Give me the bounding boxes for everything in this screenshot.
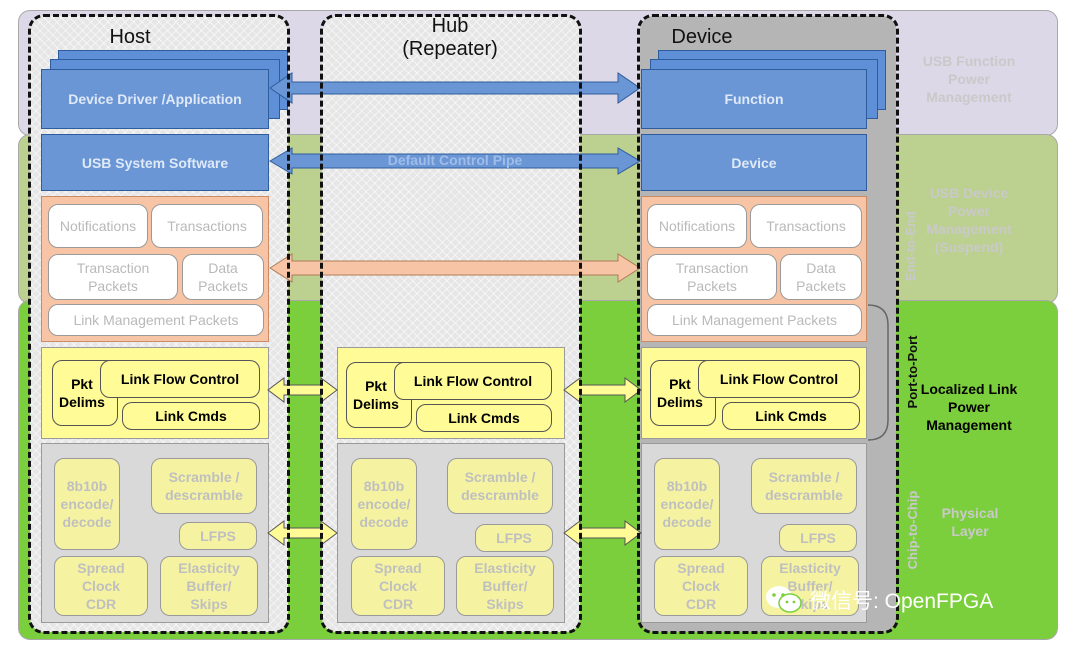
watermark-text: 微信号: OpenFPGA — [810, 590, 994, 613]
hub-lfps: LFPS — [475, 524, 553, 552]
host-data-packets: Data Packets — [182, 254, 264, 300]
host-dashed-outline — [28, 14, 290, 634]
device-link-management-packets: Link Management Packets — [647, 304, 862, 336]
host-spread-clock: Spread Clock CDR — [54, 556, 148, 616]
host-transaction-packets: Transaction Packets — [48, 254, 178, 300]
hub-link-cmds: Link Cmds — [416, 404, 552, 432]
host-link-flow-control: Link Flow Control — [100, 360, 260, 398]
host-hub-physical-arrow — [267, 520, 338, 546]
device-8b10b: 8b10b encode/ decode — [654, 458, 720, 550]
chip-to-chip-label: Chip-to-Chip — [904, 490, 920, 570]
hub-title-line2: (Repeater) — [402, 38, 498, 60]
host-link-management-packets: Link Management Packets — [48, 304, 264, 336]
host-transactions: Transactions — [151, 204, 263, 248]
localized-link-pm-label: Localized Link Power Management — [920, 381, 1018, 433]
usb-function-pm-label: USB Function Power Management — [922, 53, 1016, 105]
default-control-pipe-arrow — [269, 147, 641, 175]
device-link-cmds: Link Cmds — [722, 402, 860, 430]
host-lfps: LFPS — [179, 522, 257, 550]
usb-device-pm-label: USB Device Power Management (Suspend) — [926, 185, 1012, 255]
device-lfps: LFPS — [779, 524, 857, 552]
device-spread-clock: Spread Clock CDR — [654, 556, 748, 616]
wechat-icon — [766, 586, 802, 613]
device-data-packets: Data Packets — [780, 254, 862, 300]
device-transactions: Transactions — [750, 204, 862, 248]
watermark: 微信号: OpenFPGA — [764, 584, 993, 616]
default-control-pipe-label: Default Control Pipe — [387, 152, 523, 168]
port-to-port-bracket — [867, 304, 889, 441]
host-hub-link-arrow — [267, 377, 338, 403]
protocol-arrow — [269, 253, 641, 283]
device-link-flow-control: Link Flow Control — [698, 360, 860, 398]
hub-spread-clock: Spread Clock CDR — [351, 556, 445, 616]
hub-elasticity: Elasticity Buffer/ Skips — [456, 556, 554, 616]
host-scramble: Scramble / descramble — [151, 458, 257, 514]
hub-scramble: Scramble / descramble — [447, 458, 553, 514]
device-box: Device — [641, 134, 867, 191]
host-link-cmds: Link Cmds — [122, 402, 260, 430]
hub-link-flow-control: Link Flow Control — [394, 362, 552, 400]
hub-8b10b: 8b10b encode/ decode — [351, 458, 417, 550]
host-notifications: Notifications — [48, 204, 148, 248]
driver-function-arrow — [269, 72, 641, 104]
host-8b10b: 8b10b encode/ decode — [54, 458, 120, 550]
device-transaction-packets: Transaction Packets — [647, 254, 777, 300]
hub-dashed-outline — [320, 14, 582, 634]
physical-layer-label: Physical Layer — [941, 505, 999, 539]
device-scramble: Scramble / descramble — [751, 458, 857, 514]
hub-title-line1: Hub — [431, 15, 469, 37]
host-elasticity: Elasticity Buffer/ Skips — [160, 556, 258, 616]
device-driver-application-box: Device Driver /Application — [41, 69, 269, 129]
device-dashed-outline — [637, 14, 899, 634]
device-notifications: Notifications — [647, 204, 747, 248]
device-title: Device — [671, 26, 733, 48]
usb-system-software-box: USB System Software — [41, 134, 269, 191]
host-title: Host — [109, 26, 151, 48]
function-box: Function — [641, 69, 867, 129]
